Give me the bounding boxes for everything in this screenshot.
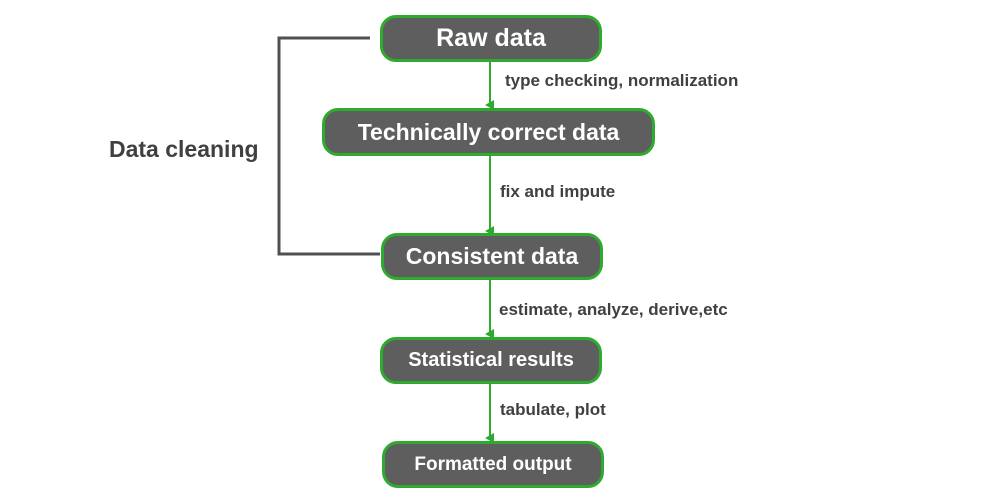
edge-label-tabulate-plot: tabulate, plot — [500, 400, 606, 419]
edge-label-fix-and-impute: fix and impute — [500, 182, 616, 201]
edge-label-estimate-analyze: estimate, analyze, derive,etc — [499, 300, 728, 319]
data-cleaning-bracket — [277, 36, 380, 256]
node-formatted-output: Formatted output — [382, 441, 604, 488]
edge-label-type-checking: type checking, normalization — [505, 71, 739, 90]
node-technically-correct-data: Technically correct data — [322, 108, 655, 156]
node-consistent-data: Consistent data — [381, 233, 603, 280]
node-raw-data: Raw data — [380, 15, 602, 62]
node-statistical-results: Statistical results — [380, 337, 602, 384]
group-label-data-cleaning: Data cleaning — [109, 136, 259, 162]
